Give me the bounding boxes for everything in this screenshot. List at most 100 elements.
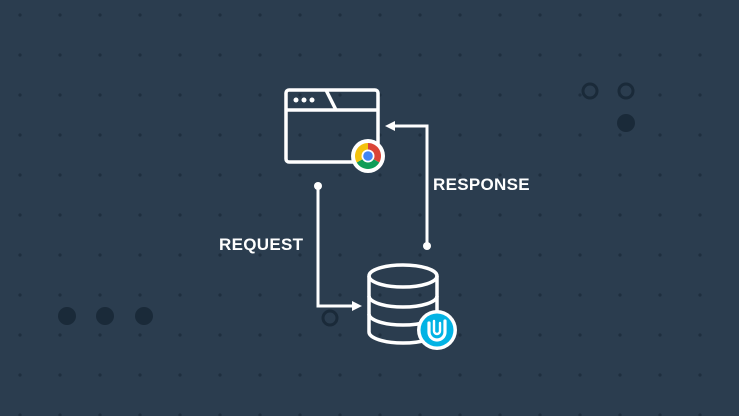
background-dot <box>58 13 62 17</box>
background-dot <box>18 93 22 97</box>
background-dot <box>298 13 302 17</box>
background-dot <box>698 93 702 97</box>
background-dot <box>338 333 342 337</box>
background-dot <box>98 373 102 377</box>
background-dot <box>618 173 622 177</box>
background-dot <box>138 133 142 137</box>
response-label: RESPONSE <box>433 175 530 194</box>
background-dot <box>458 333 462 337</box>
background-dot <box>538 133 542 137</box>
background-dot <box>258 173 262 177</box>
request-label: REQUEST <box>219 235 304 254</box>
background-dot <box>258 253 262 257</box>
background-dot <box>178 173 182 177</box>
background-dot <box>218 53 222 57</box>
background-dot <box>498 293 502 297</box>
background-dot <box>418 53 422 57</box>
background-dot <box>578 333 582 337</box>
background-dot <box>138 413 142 416</box>
background-dot <box>698 333 702 337</box>
background-dot <box>218 293 222 297</box>
background-dot <box>178 13 182 17</box>
background-dot <box>98 53 102 57</box>
background-dot <box>578 13 582 17</box>
background-dot <box>498 253 502 257</box>
background-dot <box>378 13 382 17</box>
background-dot <box>498 53 502 57</box>
background-dot <box>698 213 702 217</box>
background-dot <box>98 213 102 217</box>
background-dot <box>138 253 142 257</box>
response-arrow <box>385 121 431 250</box>
background-dot <box>498 93 502 97</box>
background-dot <box>258 53 262 57</box>
background-dot <box>418 413 422 416</box>
background-dot <box>658 373 662 377</box>
background-dot <box>338 293 342 297</box>
background-dot <box>338 133 342 137</box>
background-dot <box>418 13 422 17</box>
background-dot <box>498 13 502 17</box>
browser-dots-icon <box>293 97 315 103</box>
background-dot <box>618 133 622 137</box>
background-dot <box>298 253 302 257</box>
background-dot <box>538 213 542 217</box>
background-dot <box>58 173 62 177</box>
background-dot <box>18 293 22 297</box>
background-dot <box>658 253 662 257</box>
background-dot <box>178 293 182 297</box>
background-dot <box>578 373 582 377</box>
background-dot <box>258 133 262 137</box>
decorative-ring-circles <box>321 82 635 327</box>
background-dot <box>138 173 142 177</box>
background-dot <box>458 293 462 297</box>
background-dot <box>658 13 662 17</box>
background-dot <box>458 53 462 57</box>
background-dot <box>98 413 102 416</box>
background-dot <box>618 53 622 57</box>
background-dot <box>18 253 22 257</box>
background-dot <box>178 53 182 57</box>
background-dot <box>298 413 302 416</box>
background-dot <box>418 293 422 297</box>
background-dot <box>658 53 662 57</box>
background-dot <box>218 13 222 17</box>
background-dot <box>658 93 662 97</box>
decorative-filled-circles <box>58 114 635 325</box>
background-dot <box>258 93 262 97</box>
background-dot <box>138 333 142 337</box>
background-dot <box>538 93 542 97</box>
background-dot <box>178 253 182 257</box>
background-dot <box>258 213 262 217</box>
background-dot <box>178 133 182 137</box>
background-dot <box>538 53 542 57</box>
background-dot <box>298 133 302 137</box>
background-dot <box>338 13 342 17</box>
background-dot <box>338 373 342 377</box>
udacity-logo-icon <box>417 310 457 350</box>
background-dot <box>178 213 182 217</box>
background-dot <box>578 213 582 217</box>
chrome-icon <box>351 139 385 173</box>
background-dot <box>258 413 262 416</box>
background-dot <box>618 373 622 377</box>
background-dot <box>498 333 502 337</box>
background-dot <box>498 413 502 416</box>
background-dot <box>178 93 182 97</box>
background-dot <box>58 293 62 297</box>
background-dot <box>98 293 102 297</box>
background-dot <box>258 13 262 17</box>
background-dot <box>98 333 102 337</box>
background-dot <box>578 133 582 137</box>
background-dot <box>98 253 102 257</box>
background-dot <box>218 333 222 337</box>
background-dot <box>458 253 462 257</box>
background-dot <box>698 133 702 137</box>
background-dot <box>258 333 262 337</box>
background-dot <box>258 293 262 297</box>
background-dot <box>218 413 222 416</box>
background-dot <box>218 93 222 97</box>
background-dot <box>498 373 502 377</box>
background-dot <box>418 173 422 177</box>
